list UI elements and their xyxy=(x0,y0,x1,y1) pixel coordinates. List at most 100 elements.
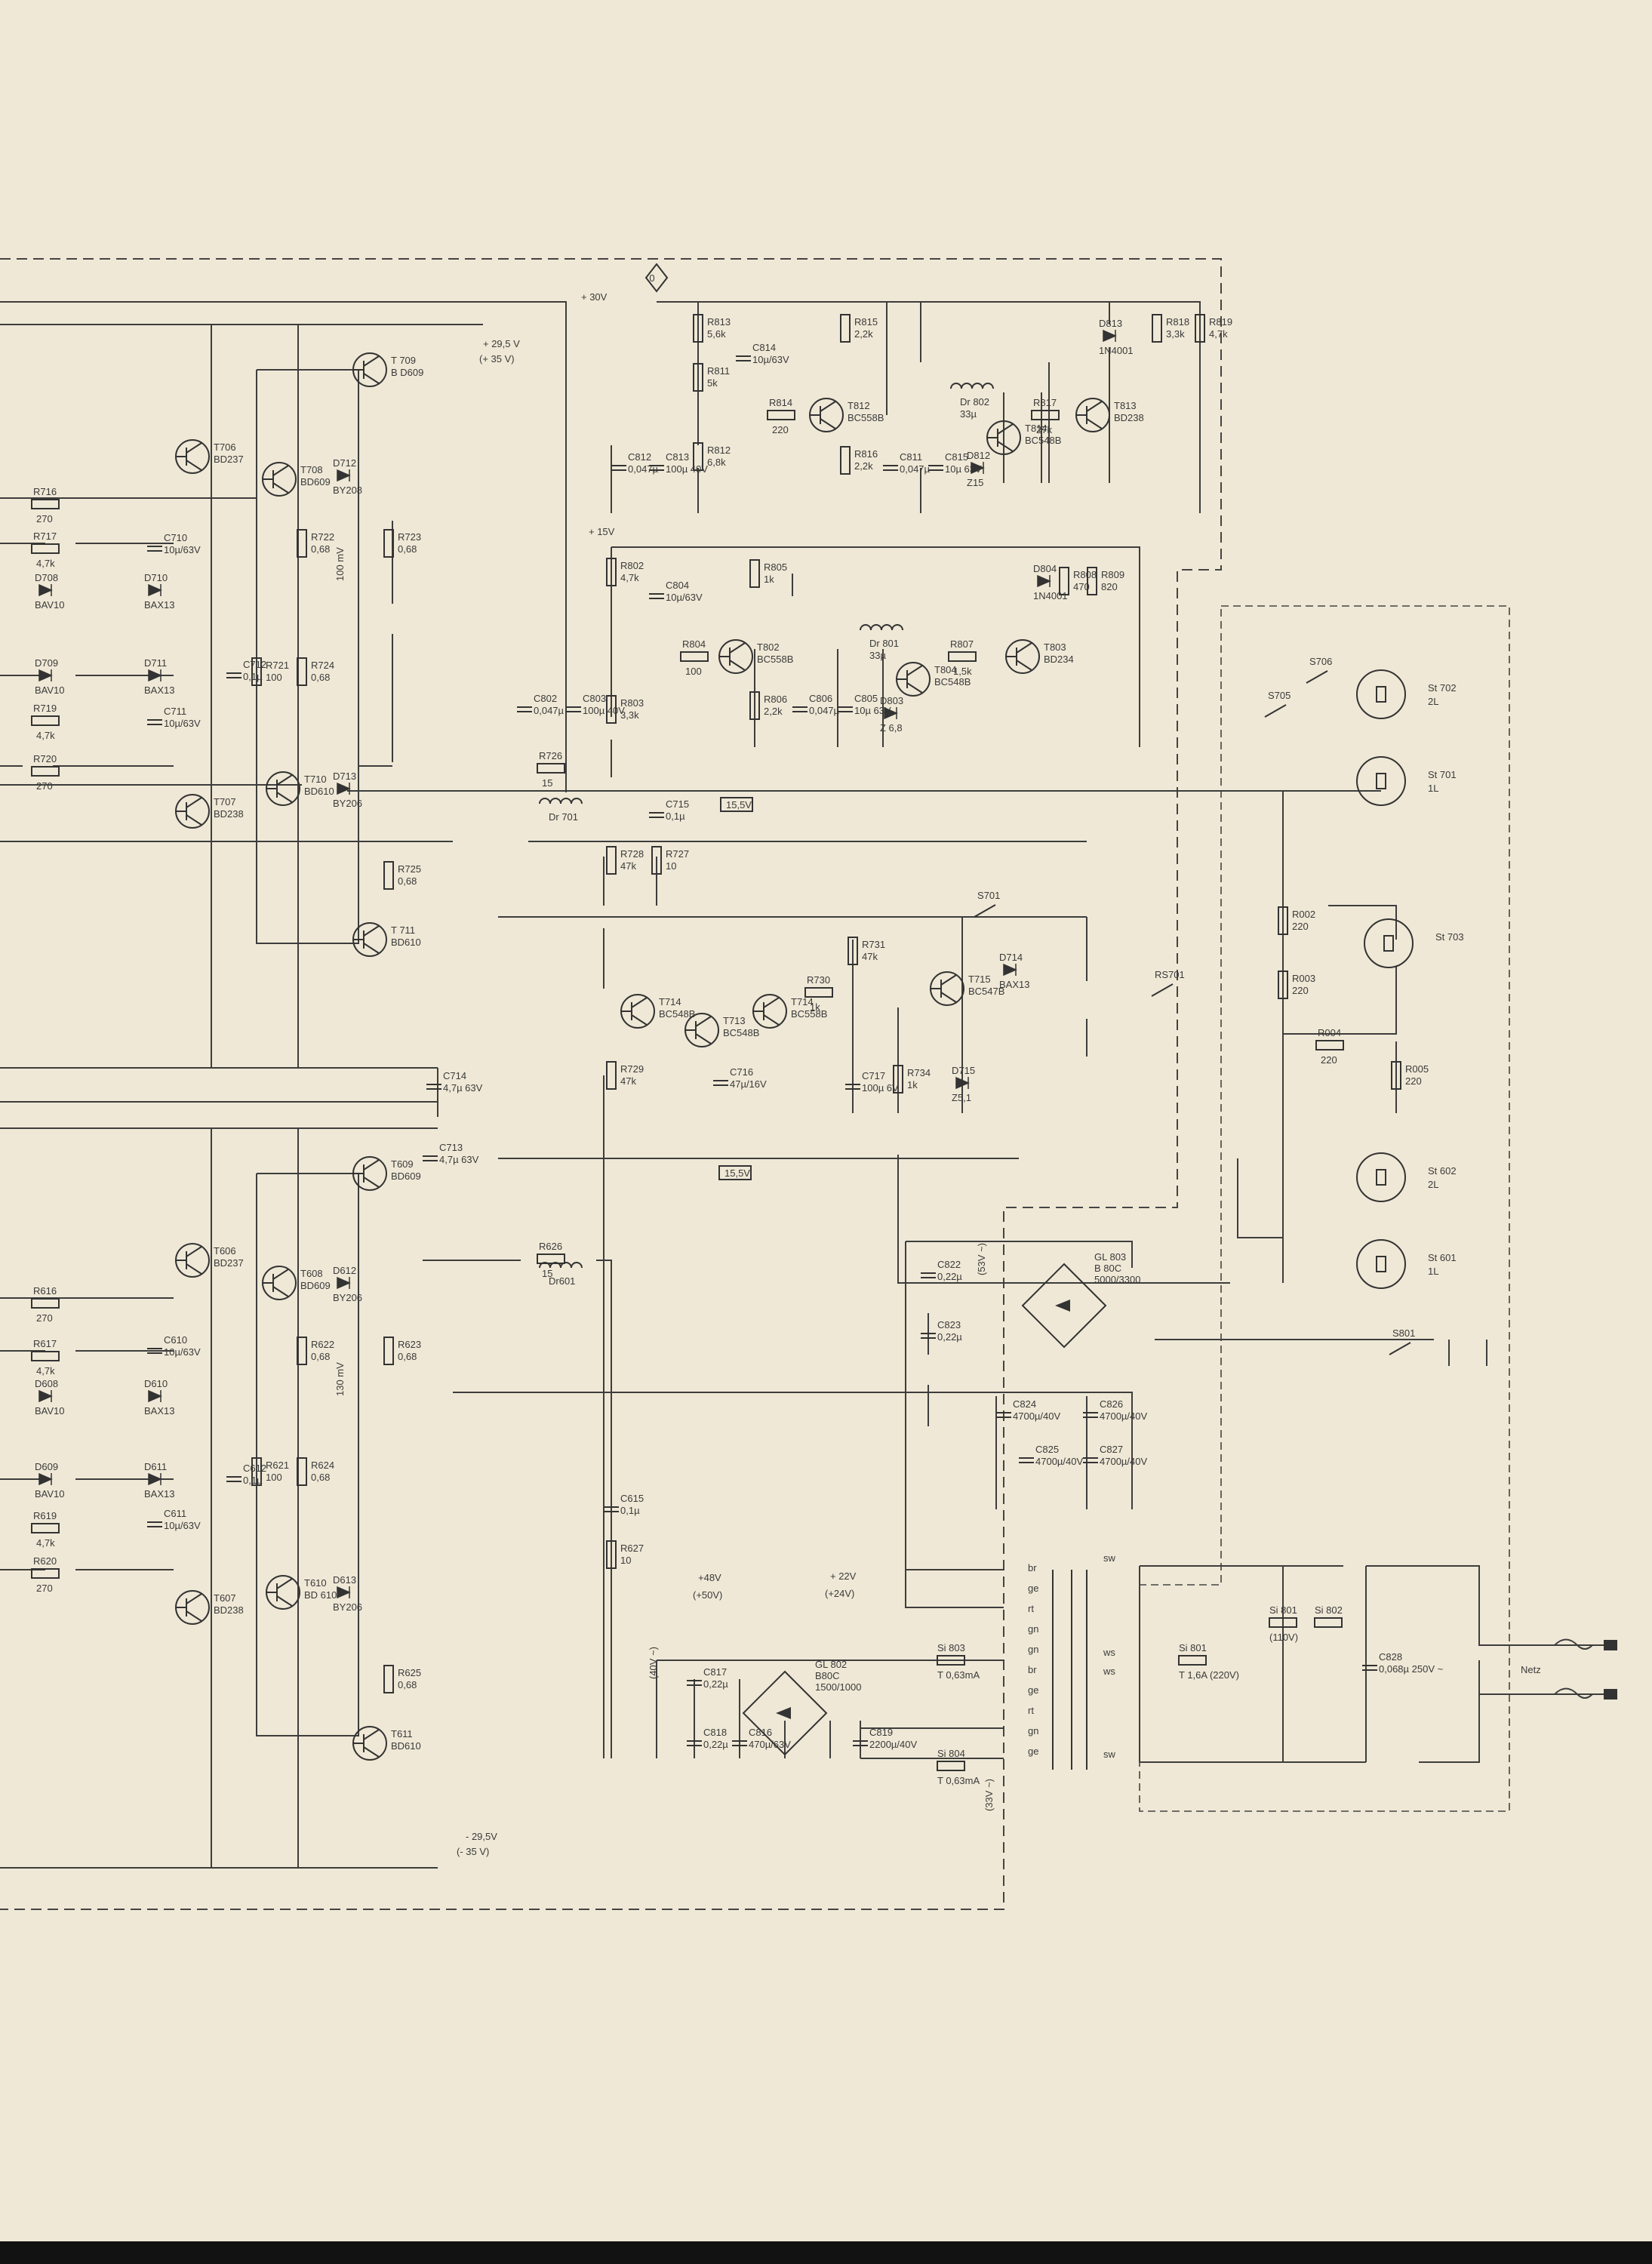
connector-value: 2L xyxy=(1428,1179,1438,1190)
inductor-dr601: Dr601 xyxy=(539,1262,583,1287)
resistor-ref: R816 xyxy=(854,448,878,460)
resistor-value: 0,68 xyxy=(398,1679,417,1690)
switch-s801: S801 xyxy=(1389,1327,1415,1355)
diode-type: BY208 xyxy=(333,484,362,496)
connector-ref: St 703 xyxy=(1435,931,1464,943)
diode-ref: D712 xyxy=(333,457,356,469)
transistor-ref: T713 xyxy=(723,1015,746,1026)
transistor-type: BC548B xyxy=(723,1027,759,1038)
resistor-value: 0,68 xyxy=(311,672,330,683)
capacitor-value: 100µ 6V xyxy=(862,1082,899,1094)
capacitor-value: 0,1µ xyxy=(666,811,685,822)
capacitor-ref: C805 xyxy=(854,693,878,704)
capacitor-ref: C717 xyxy=(862,1070,885,1081)
capacitor-value: 0,22µ xyxy=(937,1331,962,1343)
resistor-ref: R627 xyxy=(620,1543,644,1554)
transformer-tap-label: ge xyxy=(1028,1583,1038,1594)
transistor-type: BC548B xyxy=(659,1008,695,1020)
fuse-ref: Si 803 xyxy=(937,1642,965,1653)
capacitor-ref: C716 xyxy=(730,1066,753,1078)
resistor-ref: R806 xyxy=(764,694,787,705)
rail-plus24-label: (+24V) xyxy=(825,1588,854,1599)
switch-rs701: RS701 xyxy=(1151,969,1185,997)
capacitor-value: 470µ/63V xyxy=(749,1739,791,1750)
resistor-value: 10 xyxy=(666,860,676,872)
switch-s706: S706 xyxy=(1306,656,1332,684)
transformer-tap-label: ge xyxy=(1028,1684,1038,1696)
connector-ref: St 601 xyxy=(1428,1252,1457,1263)
diode-ref: D813 xyxy=(1099,318,1122,329)
resistor-value: 100 xyxy=(685,666,702,677)
transistor-ref: T609 xyxy=(391,1158,414,1170)
resistor-ref: R720 xyxy=(33,753,57,764)
capacitor-ref: C710 xyxy=(164,532,187,543)
transformer-tap-label: br xyxy=(1028,1562,1037,1573)
switch-s701: S701 xyxy=(974,890,1000,918)
resistor-ref: R811 xyxy=(707,365,730,377)
resistor-ref: R626 xyxy=(539,1241,562,1252)
resistor-value: 0,68 xyxy=(311,543,330,555)
resistor-value: 4,7k xyxy=(36,1537,55,1549)
resistor-ref: R802 xyxy=(620,560,644,571)
diode-type: BAX13 xyxy=(144,1405,174,1417)
switch-s705: S705 xyxy=(1264,690,1291,718)
capacitor-value: 4700µ/40V xyxy=(1013,1410,1060,1422)
diode-ref: D711 xyxy=(144,657,167,669)
capacitor-ref: C818 xyxy=(703,1727,727,1738)
transistor-type: BD238 xyxy=(214,808,244,820)
resistor-ref: R717 xyxy=(33,531,57,542)
capacitor-ref: C819 xyxy=(869,1727,893,1738)
capacitor-value: 4700µ/40V xyxy=(1100,1410,1147,1422)
resistor-ref: R620 xyxy=(33,1555,57,1567)
diode-type: BAV10 xyxy=(35,684,65,696)
capacitor-ref: C714 xyxy=(443,1070,466,1081)
resistor-ref: R725 xyxy=(398,863,421,875)
capacitor-value: 0,22µ xyxy=(703,1678,728,1690)
resistor-ref: R617 xyxy=(33,1338,57,1349)
diode-type: BAX13 xyxy=(144,1488,174,1500)
capacitor-ref: C815 xyxy=(945,451,968,463)
transistor-type: BD610 xyxy=(391,937,421,948)
diode-ref: D714 xyxy=(999,952,1023,963)
resistor-value: 2,2k xyxy=(764,706,783,717)
resistor-ref: R808 xyxy=(1073,569,1097,580)
inductor-ref: Dr 701 xyxy=(549,811,578,823)
diode-ref: D612 xyxy=(333,1265,356,1276)
capacitor-ref: C814 xyxy=(752,342,776,353)
transistor-type: BD609 xyxy=(300,476,331,488)
resistor-value: 2,2k xyxy=(854,328,873,340)
bridge-ref: GL 802 xyxy=(815,1659,847,1670)
diode-ref: D609 xyxy=(35,1461,58,1472)
